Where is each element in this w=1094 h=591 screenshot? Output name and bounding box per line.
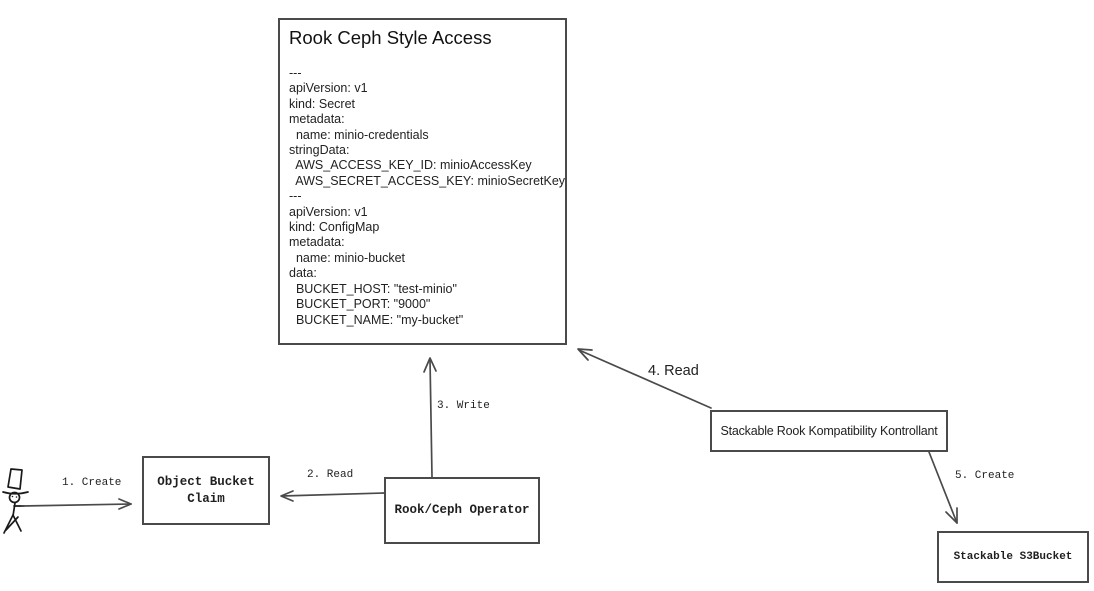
arrow-3-write [423, 357, 437, 478]
arrow-5-create [928, 451, 958, 524]
edge-label-4-read: 4. Read [648, 363, 699, 379]
main-box-yaml-content: --- apiVersion: v1 kind: Secret metadata… [289, 66, 566, 327]
arrow-1-create [21, 498, 132, 510]
arrow-2-read [280, 490, 385, 502]
actor-stick-figure-icon [2, 468, 29, 534]
node-rook-ceph-operator-label: Rook/Ceph Operator [394, 503, 530, 518]
node-stackable-s3bucket: Stackable S3Bucket [937, 531, 1089, 583]
edge-label-3-write: 3. Write [437, 400, 490, 412]
node-object-bucket-claim: Object Bucket Claim [142, 456, 270, 525]
edge-label-2-read: 2. Read [307, 469, 354, 481]
node-stackable-rook-kompatibility-kontrollant-label: Stackable Rook Kompatibility Kontrollant [720, 424, 938, 438]
node-object-bucket-claim-label: Object Bucket Claim [157, 474, 255, 506]
edge-label-5-create: 5. Create [955, 470, 1015, 482]
main-box-title: Rook Ceph Style Access [289, 27, 492, 48]
node-rook-ceph-operator: Rook/Ceph Operator [384, 477, 540, 544]
node-rook-ceph-style-access: Rook Ceph Style Access --- apiVersion: v… [278, 18, 567, 345]
edge-label-1-create: 1. Create [62, 477, 122, 489]
node-stackable-rook-kompatibility-kontrollant: Stackable Rook Kompatibility Kontrollant [710, 410, 948, 452]
node-stackable-s3bucket-label: Stackable S3Bucket [953, 550, 1073, 563]
